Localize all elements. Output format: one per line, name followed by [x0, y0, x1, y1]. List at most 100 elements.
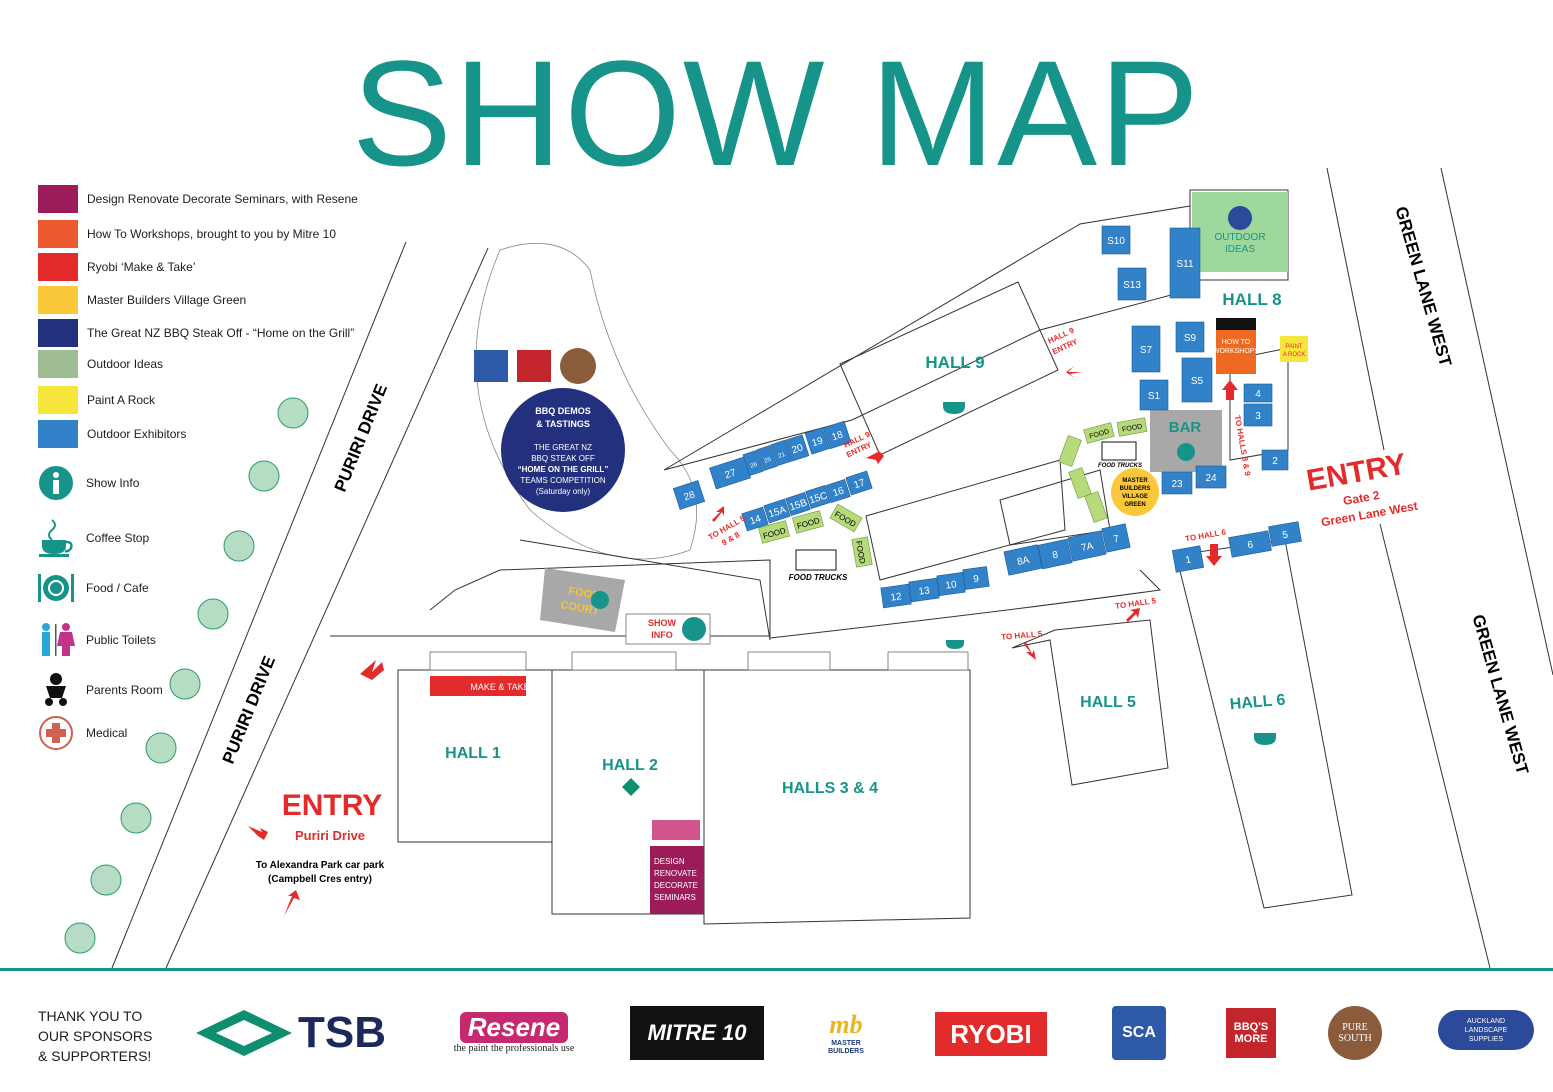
- legend-label: Paint A Rock: [87, 393, 156, 407]
- info-icon: [34, 463, 78, 503]
- booth-label: 17: [852, 477, 866, 491]
- tree-icon: [120, 802, 152, 834]
- booth-label: 12: [890, 591, 903, 604]
- booth-7a: 7A: [1067, 530, 1107, 562]
- thanks-line: OUR SPONSORS: [38, 1028, 153, 1044]
- legend-swatch: [38, 220, 78, 248]
- booth-label: 9: [973, 574, 980, 586]
- legend-swatch: [38, 319, 78, 347]
- booth-box: [908, 577, 940, 603]
- sponsor-master-builders: mb MASTER BUILDERS: [818, 1006, 874, 1060]
- tree-icon: [90, 864, 122, 896]
- legend-item-outdoor-ideas: Outdoor Ideas: [38, 350, 163, 378]
- booth-15c: 15C: [805, 484, 831, 510]
- booth-box: [1195, 465, 1227, 489]
- footer-thanks: THANK YOU TO OUR SPONSORS & SUPPORTERS!: [38, 1006, 168, 1066]
- booth-label: 15C: [808, 490, 829, 506]
- legend-item-master-builders: Master Builders Village Green: [38, 286, 246, 314]
- legend-item-paint-rock: Paint A Rock: [38, 386, 155, 414]
- booth-box: [1169, 227, 1201, 299]
- booth-label: 24: [1205, 473, 1217, 484]
- booth-s7: S7: [1131, 325, 1161, 373]
- legend-label: Master Builders Village Green: [87, 293, 247, 307]
- legend-swatch: [38, 253, 78, 281]
- booth-label: 15B: [788, 497, 809, 513]
- design-label: RENOVATE: [654, 869, 697, 878]
- coffee-cup-icon: [1254, 733, 1276, 745]
- legend-swatch: [38, 185, 78, 213]
- booth-label: 10: [945, 579, 958, 592]
- legend-label: Show Info: [86, 476, 140, 490]
- booth-box: [1268, 521, 1302, 547]
- booth-box: [962, 566, 990, 590]
- legend-swatch: [38, 386, 78, 414]
- booth-label: 8A: [1016, 555, 1031, 568]
- coffee-cup-icon: [943, 402, 965, 414]
- halls34-label: HALLS 3 & 4: [782, 780, 878, 797]
- legend-swatch: [38, 420, 78, 448]
- sponsor-tsb: TSB: [186, 1006, 396, 1060]
- street-puriri-bottom: PURIRI DRIVE: [219, 653, 279, 766]
- booth-box: [825, 478, 851, 504]
- street-puriri-top: PURIRI DRIVE: [331, 381, 391, 494]
- entry-gate2-sub: Gate 2: [1342, 488, 1381, 508]
- bar-area: [1150, 410, 1222, 472]
- mb-logo: mb: [829, 1010, 863, 1039]
- booth-box: [770, 439, 792, 467]
- booth-label: S9: [1184, 333, 1197, 344]
- booth-18: 18: [822, 420, 852, 450]
- bbq-area-outline: [475, 242, 698, 560]
- booth-box: [1261, 449, 1289, 471]
- booth-box: [1243, 403, 1273, 427]
- booth-box: [1175, 321, 1205, 353]
- master-builders-circle: [1111, 468, 1159, 516]
- show-info-label: SHOW: [648, 618, 677, 628]
- booth-21: 21: [770, 439, 792, 467]
- booth-label: 5: [1282, 530, 1290, 542]
- booth-7: 7: [1101, 523, 1131, 553]
- booth-box: [1067, 530, 1107, 562]
- booth-14: 14: [741, 506, 769, 532]
- booth-label: 14: [748, 513, 762, 527]
- food-truck-icon: [795, 549, 837, 571]
- legend-label: Food / Cafe: [86, 581, 149, 595]
- booth-10: 10: [936, 571, 966, 597]
- ryobi-make-take-area: [430, 676, 526, 696]
- booth-box: [1243, 383, 1273, 403]
- direction-label: TO HALL 6: [1185, 527, 1228, 543]
- booth-box: [1139, 379, 1169, 411]
- site-map: OUTDOOR IDEAS HOW TO WORKSHOPS PAINT A R…: [64, 167, 1553, 969]
- mb-label: BUILDERS: [1120, 486, 1151, 492]
- thanks-line: THANK YOU TO: [38, 1008, 143, 1024]
- legend-label: Medical: [86, 726, 128, 740]
- paint-label: PAINT: [1285, 344, 1303, 350]
- sponsor-auckland-landscape: AUCKLAND LANDSCAPE SUPPLIES: [1438, 1010, 1534, 1050]
- road-lines: [111, 167, 1553, 969]
- booth-6: 6: [1228, 530, 1272, 558]
- booth-label: 27: [723, 467, 737, 481]
- booth-box: [763, 498, 791, 524]
- booth-17: 17: [845, 470, 873, 496]
- legend-label: Parents Room: [86, 683, 163, 697]
- food-tags: [758, 417, 1148, 568]
- resene-tagline: the paint the professionals use: [453, 1043, 575, 1054]
- booth-3: 3: [1243, 403, 1273, 427]
- booth-label: 18: [830, 429, 844, 443]
- legend-label: Outdoor Exhibitors: [87, 427, 187, 441]
- entry-puriri-sub: Puriri Drive: [295, 828, 365, 843]
- booth-15a: 15A: [763, 498, 791, 524]
- outdoor-ideas-area: [1192, 192, 1288, 272]
- trees: [64, 397, 309, 954]
- entry-puriri-title: ENTRY: [282, 789, 383, 822]
- booth-label: 26: [750, 462, 759, 470]
- paint-a-rock-area: [1280, 336, 1308, 362]
- tsb-star-icon: [622, 778, 640, 796]
- legend-item-toilets: Public Toilets: [34, 620, 156, 660]
- entry-gate2-title: ENTRY: [1304, 448, 1409, 498]
- booth-9: 9: [962, 566, 990, 590]
- entry-puriri-note: To Alexandra Park car park: [256, 860, 385, 871]
- ryobi-make-take-label: MAKE & TAKE: [470, 682, 529, 692]
- footer-divider: [0, 968, 1553, 971]
- legend-label: The Great NZ BBQ Steak Off - “Home on th…: [87, 326, 355, 340]
